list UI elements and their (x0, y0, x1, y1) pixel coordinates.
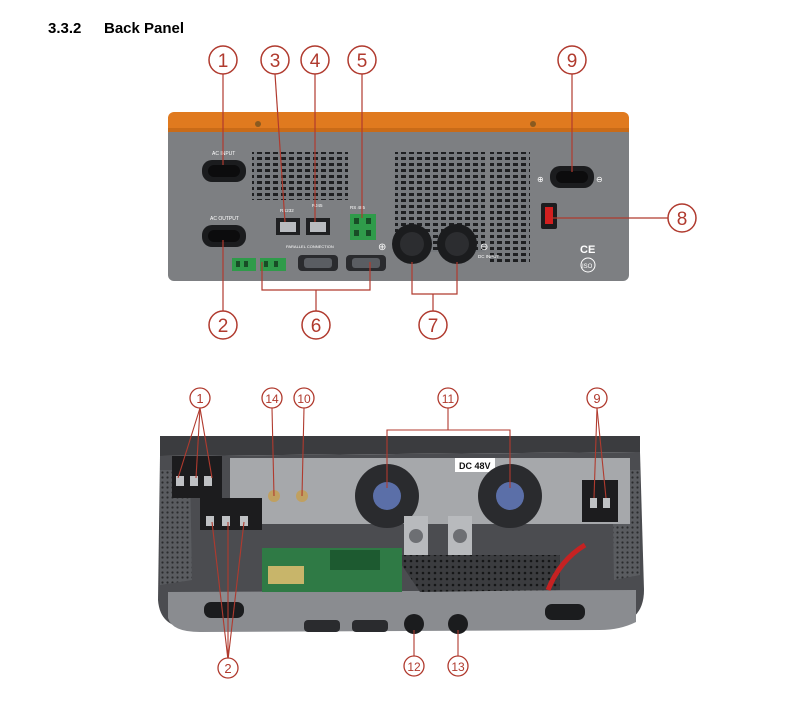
svg-text:⊕: ⊕ (378, 242, 386, 253)
rs485-label: RS 485 (350, 205, 366, 210)
parallel-connection-label: PARALLEL CONNECTION (286, 244, 334, 249)
bottom-callout-lines (177, 407, 607, 661)
svg-text:13: 13 (451, 660, 465, 674)
section-title: Back Panel (104, 20, 185, 37)
rs485-terminal: RS 485 (350, 205, 376, 240)
callout-7: 7 (418, 310, 448, 340)
ac-input-socket: AC INPUT (202, 151, 246, 182)
callout-2: 2 (208, 310, 238, 340)
svg-text:⊕: ⊕ (537, 175, 544, 184)
callout-1: 1 (208, 45, 238, 75)
dry-contact-terminals (232, 258, 286, 271)
pv-input-socket: ⊕ ⊖ (537, 166, 603, 188)
callout-b2: 2 (217, 657, 239, 679)
ac-output-label: AC OUTPUT (210, 216, 239, 222)
svg-text:14: 14 (265, 392, 279, 406)
svg-text:9: 9 (593, 391, 600, 406)
svg-text:⊖: ⊖ (596, 175, 603, 184)
callout-9: 9 (557, 45, 587, 75)
interior-view-figure: DC 48V (158, 436, 644, 634)
dc-48v-label: DC 48V (459, 461, 491, 471)
svg-text:8: 8 (677, 209, 688, 230)
callout-b10: 10 (293, 387, 315, 409)
svg-text:⊖: ⊖ (480, 242, 488, 253)
svg-text:2: 2 (224, 661, 231, 676)
rj45-label: RJ45 (312, 203, 323, 208)
callout-b9: 9 (586, 387, 608, 409)
dc-input-label: DC INPUT (478, 254, 500, 259)
svg-text:5: 5 (357, 51, 368, 72)
svg-text:12: 12 (407, 660, 421, 674)
callout-6: 6 (301, 310, 331, 340)
iso-mark: ISO (582, 264, 593, 270)
callout-b1: 1 (189, 387, 211, 409)
callout-b11: 11 (437, 387, 459, 409)
svg-text:.: . (178, 0, 179, 1)
svg-text:4: 4 (310, 51, 321, 72)
power-switch (541, 203, 557, 229)
rs232-label: RS232 (280, 208, 294, 213)
section-number: 3.3.2 (48, 20, 82, 37)
svg-text:1: 1 (218, 51, 229, 72)
section-heading: 3.3.2 Back Panel (48, 20, 184, 37)
svg-text:9: 9 (567, 51, 578, 72)
ac-input-label: AC INPUT (212, 151, 235, 157)
svg-text:7: 7 (428, 316, 439, 337)
callout-b12: 12 (403, 655, 425, 677)
inverter-back-chassis (168, 112, 629, 281)
ce-mark: CE (580, 244, 595, 256)
callout-5: 5 (347, 45, 377, 75)
callout-b14: 14 (261, 387, 283, 409)
svg-text:10: 10 (297, 392, 311, 406)
top-callout-lines (222, 73, 668, 312)
certification-marks: CE ISO (580, 244, 596, 273)
svg-text:11: 11 (442, 392, 455, 406)
communication-ports: RS232 RJ45 . PARALLEL CONNECTION (178, 0, 386, 271)
callout-b13: 13 (447, 655, 469, 677)
callout-3: 3 (260, 45, 290, 75)
svg-text:6: 6 (311, 316, 322, 337)
callout-4: 4 (300, 45, 330, 75)
dc-input-terminals: ⊕ ⊖ DC INPUT (378, 224, 500, 264)
svg-text:3: 3 (270, 51, 281, 72)
ac-output-socket: AC OUTPUT (202, 216, 246, 247)
svg-text:1: 1 (196, 391, 203, 406)
top-callouts: 1 3 4 5 9 8 2 6 7 (208, 45, 697, 340)
bottom-callouts: 1 14 10 11 9 2 12 13 (189, 387, 608, 679)
callout-8: 8 (667, 203, 697, 233)
svg-text:2: 2 (218, 316, 229, 337)
